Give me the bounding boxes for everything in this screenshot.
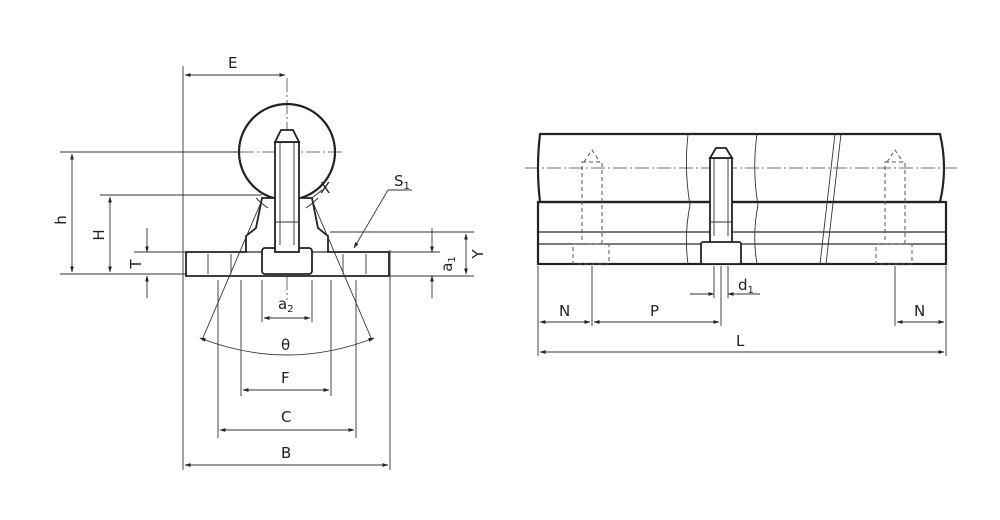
side-cutaway — [685, 133, 842, 265]
front-view: E h H T X S1 a1 Y a2 θ F C B — [52, 54, 487, 470]
label-N-right: N — [914, 302, 925, 320]
label-L: L — [736, 332, 745, 350]
theta-arc — [199, 199, 375, 356]
label-T: T — [127, 259, 145, 270]
label-P: P — [650, 302, 659, 320]
label-F: F — [281, 369, 290, 387]
side-dimension-lines — [539, 292, 945, 354]
label-theta: θ — [281, 336, 290, 354]
side-hidden-bolts — [572, 149, 913, 265]
label-X: X — [320, 179, 330, 197]
side-section-bolt — [700, 147, 742, 265]
side-base — [536, 200, 948, 266]
label-S1: S1 — [394, 172, 410, 192]
label-d1: d1 — [738, 276, 754, 296]
label-N-left: N — [559, 302, 570, 320]
label-Y: Y — [469, 249, 487, 260]
side-view: d1 N P N L — [525, 132, 958, 356]
label-a2: a2 — [278, 295, 294, 315]
front-extension-lines — [60, 66, 474, 470]
label-E: E — [228, 54, 237, 72]
label-a1: a1 — [438, 256, 458, 272]
label-h: h — [52, 215, 70, 225]
side-extension-lines — [537, 266, 947, 356]
label-B: B — [281, 444, 291, 462]
label-C: C — [281, 408, 291, 426]
front-dimension-lines — [70, 73, 468, 467]
bolt — [273, 129, 301, 253]
label-H: H — [90, 229, 108, 240]
